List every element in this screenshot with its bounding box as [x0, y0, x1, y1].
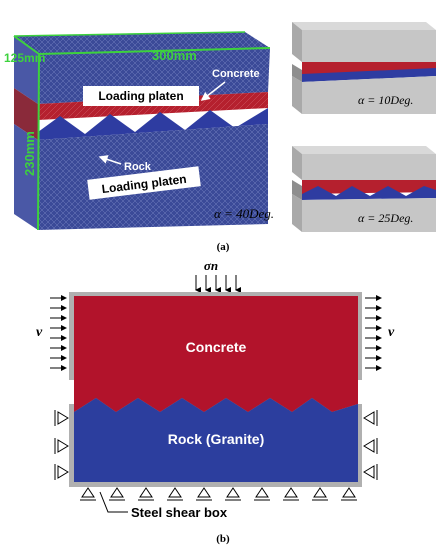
thumb-10: α = 10Deg. — [292, 22, 436, 114]
dim-height-label: 230mm — [22, 131, 37, 176]
rock-arrow — [98, 155, 122, 165]
right-supports — [363, 410, 378, 480]
dim-edge-back — [13, 31, 246, 37]
alpha-25-label: α = 25Deg. — [358, 211, 413, 225]
steel-box-label: Steel shear box — [131, 505, 228, 520]
alpha-10-label: α = 10Deg. — [358, 93, 413, 107]
normal-load-arrows — [195, 275, 241, 293]
dim-depth-line — [13, 35, 40, 55]
rock-block — [74, 398, 358, 482]
sigma-n-label: σn — [204, 258, 218, 273]
concrete-arrow — [200, 81, 226, 101]
concrete-label-b: Concrete — [186, 339, 247, 355]
platen-top-label: Loading platen — [98, 89, 183, 103]
v-left-label: v — [36, 325, 43, 340]
main-model: 125mm 300mm 230mm Loading platen Concret… — [4, 31, 274, 231]
caption-a: (a) — [217, 241, 230, 253]
bottom-platen-side-face — [14, 124, 38, 230]
steel-box-leader — [99, 491, 128, 513]
rock-zigzag — [38, 108, 268, 140]
v-right-label: v — [388, 325, 395, 340]
caption-b: (b) — [216, 533, 230, 545]
dim-depth-label: 125mm — [4, 51, 45, 65]
concrete-block — [74, 296, 358, 412]
concrete-label: Concrete — [212, 68, 260, 80]
top-platen-side-face — [14, 36, 39, 104]
top-platen-top-face — [14, 32, 270, 54]
panel-b: σn Concrete Rock (Granite) v — [36, 258, 395, 520]
thumb-25: α = 25Deg. — [292, 146, 436, 232]
rock-label-b: Rock (Granite) — [168, 431, 264, 447]
bottom-supports — [80, 487, 357, 501]
rock-label: Rock — [124, 161, 152, 173]
left-velocity-arrows — [50, 295, 67, 371]
right-velocity-arrows — [365, 295, 382, 371]
platen-top-label-box — [83, 86, 199, 106]
left-supports — [54, 410, 69, 480]
alpha-40-label: α = 40Deg. — [214, 206, 274, 221]
interface-side — [14, 88, 38, 140]
dim-length-label: 300mm — [152, 48, 197, 63]
platen-bottom-label-box — [87, 166, 201, 200]
dim-length-line — [38, 47, 271, 55]
dim-height-line — [37, 53, 40, 231]
